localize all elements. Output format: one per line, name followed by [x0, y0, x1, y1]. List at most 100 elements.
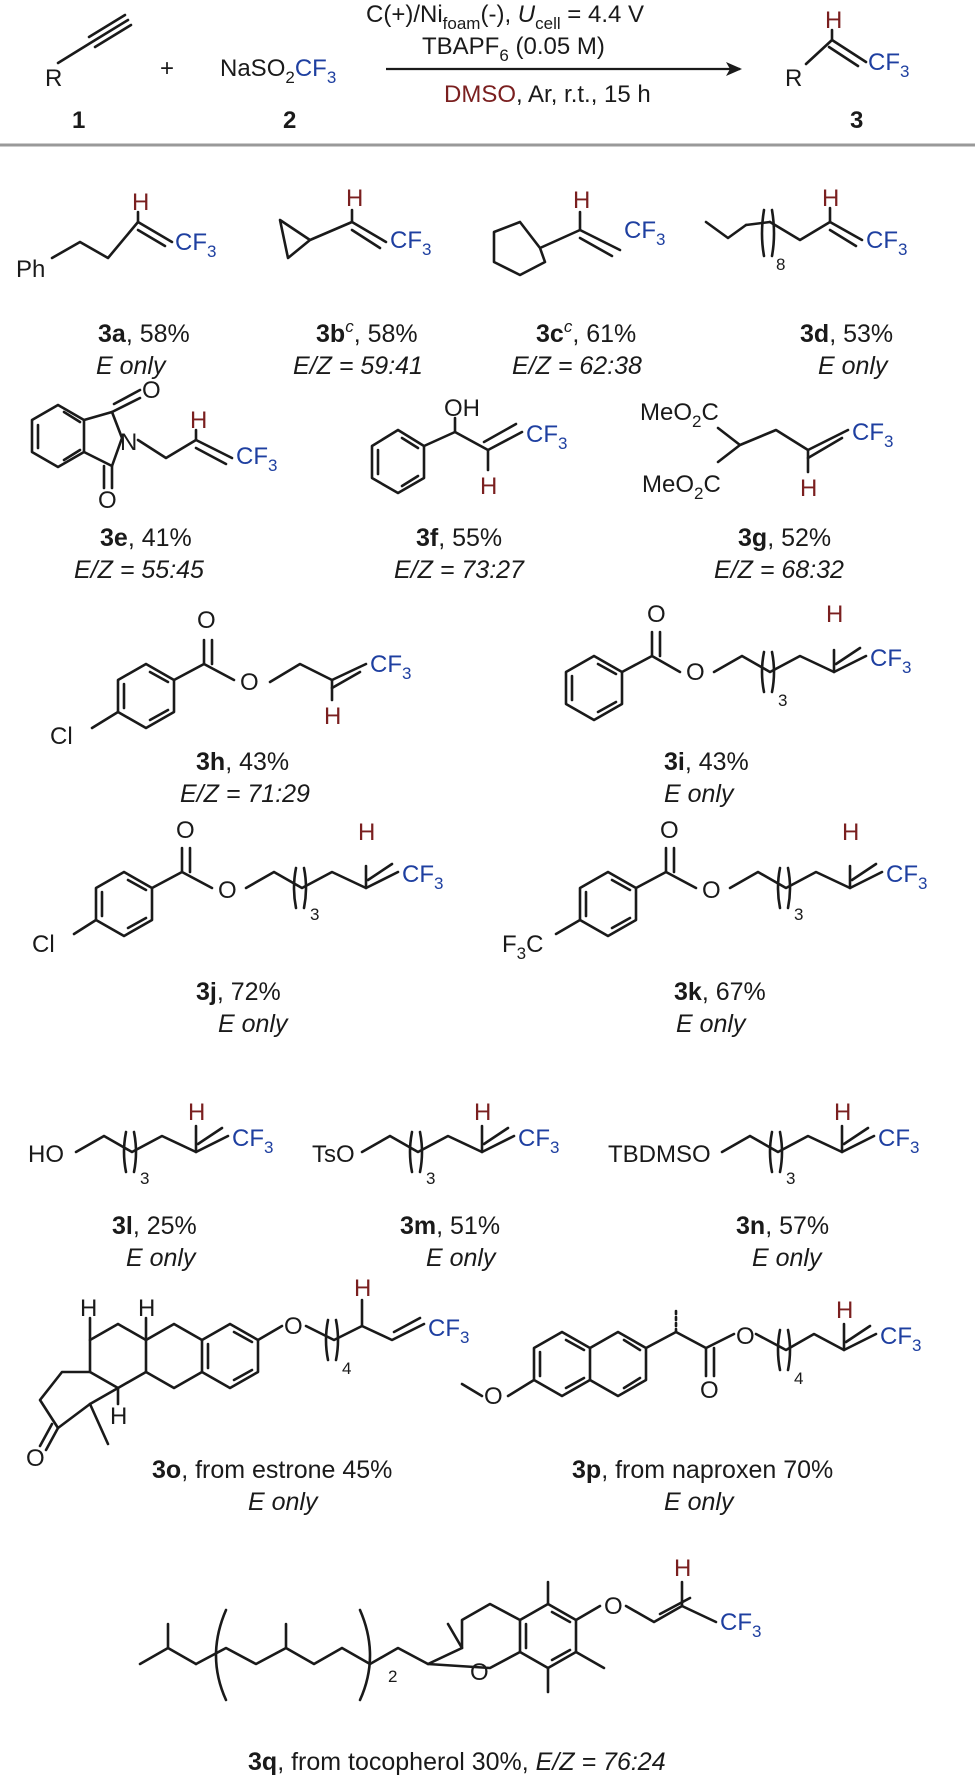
compound-3p: O O O 4 H CF3 3p, from naproxen 70% E on… — [460, 1297, 921, 1516]
svg-text:H: H — [834, 1099, 851, 1126]
svg-text:O: O — [604, 1593, 623, 1620]
svg-text:E only: E only — [818, 352, 889, 380]
svg-text:O: O — [647, 601, 666, 628]
svg-text:H: H — [825, 7, 842, 34]
svg-text:O: O — [736, 1323, 755, 1350]
svg-text:O: O — [26, 1445, 45, 1472]
svg-text:H: H — [80, 1295, 97, 1322]
svg-text:3: 3 — [786, 1169, 795, 1188]
svg-text:CF3: CF3 — [624, 217, 665, 249]
svg-text:H: H — [346, 185, 363, 212]
compound-label-3c: 3cc, 61% — [536, 317, 636, 348]
reagent-formula-prefix: NaSO — [220, 55, 285, 82]
svg-text:CF3: CF3 — [720, 1609, 761, 1641]
svg-text:O: O — [176, 817, 195, 844]
svg-text:H: H — [358, 819, 375, 846]
compound-label-3p: 3p, from naproxen 70% — [572, 1456, 833, 1484]
svg-text:CF3: CF3 — [175, 229, 216, 261]
svg-text:CF3: CF3 — [232, 1125, 273, 1157]
svg-text:H: H — [800, 475, 817, 502]
compound-label-3b: 3bc, 58% — [316, 317, 418, 348]
svg-text:H: H — [324, 703, 341, 730]
svg-text:F3C: F3C — [502, 931, 543, 963]
arrow-head — [726, 62, 742, 76]
svg-text:CF3: CF3 — [402, 861, 443, 893]
svg-text:O: O — [240, 669, 259, 696]
svg-text:Cl: Cl — [32, 931, 55, 958]
svg-text:E/Z = 62:38: E/Z = 62:38 — [512, 352, 642, 380]
svg-text:H: H — [190, 407, 207, 434]
svg-text:MeO2C: MeO2C — [642, 471, 721, 503]
reaction-equation: R 1 + NaSO2CF3 2 C(+)/Nifoam(-), Ucell =… — [45, 1, 909, 134]
svg-text:2: 2 — [388, 1667, 397, 1686]
reactant2-number: 2 — [283, 107, 296, 134]
compound-3q: 2 O O H CF3 3q, from tocopherol 30%, E/Z… — [138, 1555, 761, 1776]
svg-text:E only: E only — [664, 780, 735, 808]
svg-text:O: O — [700, 1377, 719, 1404]
compound-label-3h: 3h, 43% — [196, 748, 289, 776]
svg-text:N: N — [120, 429, 137, 456]
svg-text:MeO2C: MeO2C — [640, 399, 719, 431]
reactant1-number: 1 — [72, 107, 85, 134]
svg-text:TsO: TsO — [312, 1141, 355, 1168]
svg-text:Cl: Cl — [50, 723, 73, 750]
svg-text:E only: E only — [218, 1010, 289, 1038]
svg-text:CF3: CF3 — [236, 443, 277, 475]
compound-3h: O O Cl H CF3 3h, 43% E/Z = 71:29 — [50, 607, 411, 808]
compound-label-3q: 3q, from tocopherol 30%, E/Z = 76:24 — [248, 1748, 666, 1776]
compound-3n: TBDMSO 3 H CF3 3n, 57% E only — [608, 1099, 919, 1272]
svg-text:E only: E only — [126, 1244, 197, 1272]
svg-text:3: 3 — [426, 1169, 435, 1188]
svg-text:3: 3 — [778, 691, 787, 710]
compound-label-3f: 3f, 55% — [416, 524, 502, 552]
reactant-langlois-reagent: NaSO2CF3 2 — [220, 55, 336, 134]
svg-text:E/Z = 68:32: E/Z = 68:32 — [714, 556, 844, 584]
svg-text:NaSO2CF3: NaSO2CF3 — [220, 55, 336, 87]
reaction-conditions: C(+)/Nifoam(-), Ucell = 4.4 V TBAPF6 (0.… — [366, 1, 742, 108]
svg-text:E/Z = 71:29: E/Z = 71:29 — [180, 780, 310, 808]
product-general: H R CF3 3 — [785, 7, 909, 134]
svg-text:O: O — [686, 659, 705, 686]
svg-text:CF3: CF3 — [866, 227, 907, 259]
svg-text:CF3: CF3 — [526, 421, 567, 453]
svg-text:H: H — [842, 819, 859, 846]
svg-text:CF3: CF3 — [428, 1315, 469, 1347]
svg-text:O: O — [470, 1659, 489, 1686]
compound-label-3a: 3a, 58% — [98, 320, 190, 348]
svg-text:CF3: CF3 — [886, 861, 927, 893]
r-group-label: R — [45, 65, 62, 92]
svg-text:H: H — [573, 187, 590, 214]
svg-text:H: H — [110, 1403, 127, 1430]
svg-text:HO: HO — [28, 1141, 64, 1168]
svg-text:H: H — [480, 473, 497, 500]
svg-text:8: 8 — [776, 255, 785, 274]
svg-text:CF3: CF3 — [868, 49, 909, 81]
svg-text:CF3: CF3 — [518, 1125, 559, 1157]
svg-text:O: O — [702, 877, 721, 904]
reactant-alkyne: R 1 — [45, 13, 133, 134]
svg-text:O: O — [98, 487, 117, 514]
product-number: 3 — [850, 107, 863, 134]
compound-label-3j: 3j, 72% — [196, 978, 281, 1006]
plus-sign: + — [160, 55, 174, 82]
svg-text:H: H — [132, 189, 149, 216]
svg-text:TBDMSO: TBDMSO — [608, 1141, 711, 1168]
svg-text:E/Z = 59:41: E/Z = 59:41 — [293, 352, 423, 380]
compound-label-3k: 3k, 67% — [674, 978, 766, 1006]
svg-text:CF3: CF3 — [370, 651, 411, 683]
svg-text:O: O — [660, 817, 679, 844]
svg-text:E only: E only — [752, 1244, 823, 1272]
compound-3j: O O Cl 3 H CF3 3j, 72% E only — [32, 817, 443, 1038]
svg-text:CF3: CF3 — [870, 645, 911, 677]
svg-text:E only: E only — [664, 1488, 735, 1516]
compound-3o: H H H O O 4 H CF3 3o, from estrone 45% E… — [26, 1275, 469, 1516]
svg-text:4: 4 — [342, 1359, 351, 1378]
compound-3b: H CF3 3bc, 58% E/Z = 59:41 — [278, 185, 431, 380]
compound-3c: H CF3 3cc, 61% E/Z = 62:38 — [492, 187, 665, 380]
compound-label-3d: 3d, 53% — [800, 320, 893, 348]
svg-text:R: R — [785, 65, 802, 92]
svg-text:3: 3 — [794, 905, 803, 924]
svg-text:TBAPF6 (0.05 M): TBAPF6 (0.05 M) — [422, 33, 605, 65]
compound-3m: TsO 3 H CF3 3m, 51% E only — [312, 1099, 559, 1272]
